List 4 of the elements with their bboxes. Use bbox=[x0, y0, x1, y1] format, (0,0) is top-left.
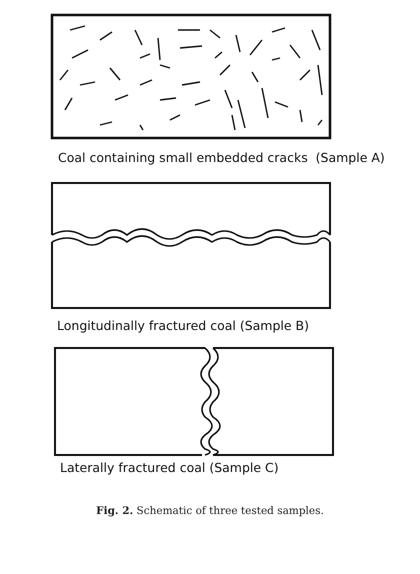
sample-caption: Coal containing small embedded cracks (Sample A) bbox=[58, 150, 385, 165]
sample-caption: Longitudinally fractured coal (Sample B) bbox=[57, 318, 310, 333]
sample-caption: Laterally fractured coal (Sample C) bbox=[60, 460, 279, 475]
figure-caption: Fig. 2. Schematic of three tested samples. bbox=[96, 505, 324, 517]
